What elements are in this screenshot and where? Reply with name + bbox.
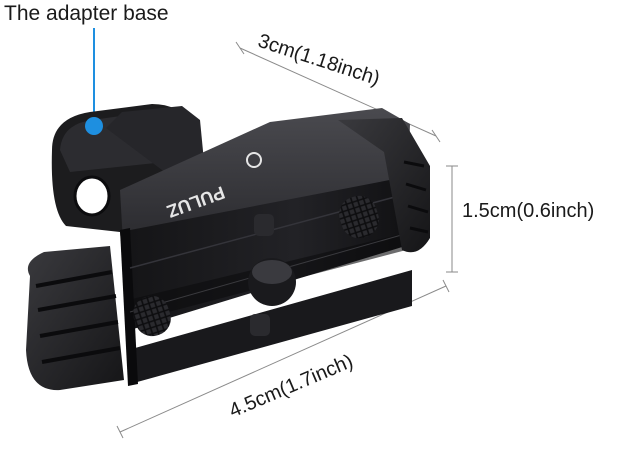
adapter-mount: PULUZ bbox=[26, 104, 430, 391]
left-clamp-fin bbox=[26, 246, 124, 391]
right-clamp-fin bbox=[338, 118, 430, 253]
adapter-hole bbox=[75, 177, 109, 215]
height-dimension-label: 1.5cm(0.6inch) bbox=[462, 200, 595, 222]
upper-screw bbox=[254, 214, 274, 236]
adapter-base-label: The adapter base bbox=[4, 2, 169, 25]
lower-screw bbox=[250, 314, 270, 336]
knurled-pad-left bbox=[133, 295, 171, 337]
logo-badge bbox=[246, 152, 262, 168]
callout-dot bbox=[85, 117, 103, 135]
knurled-pad-right bbox=[339, 195, 379, 239]
